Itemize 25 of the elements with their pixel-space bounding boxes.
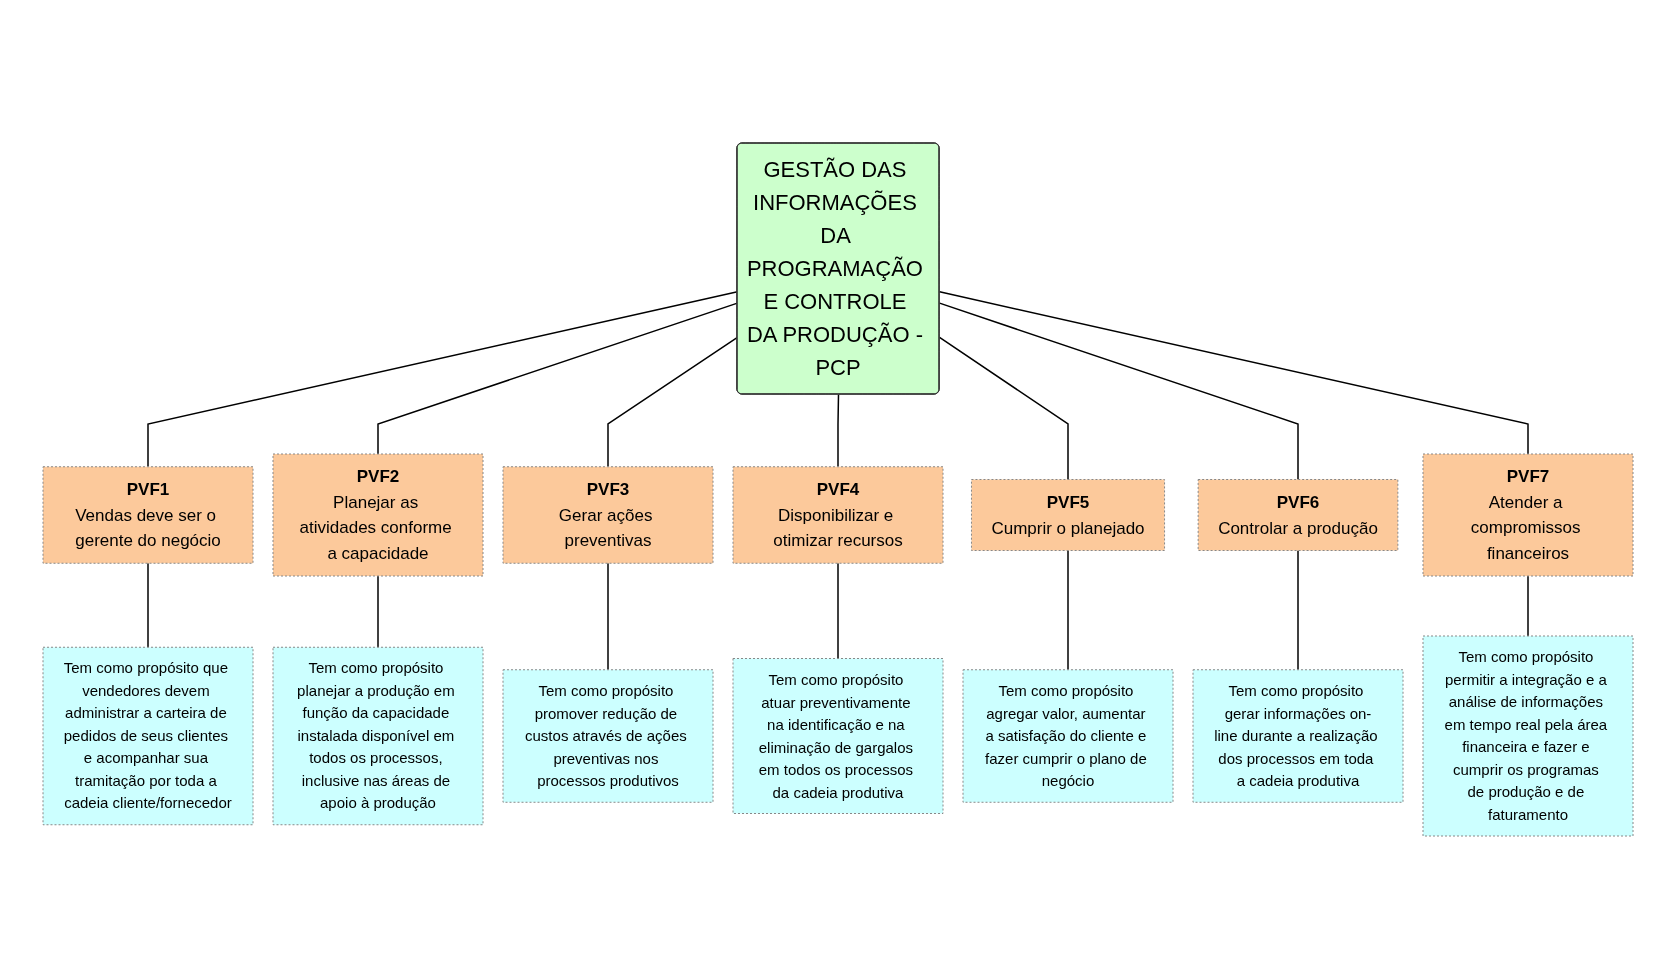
node-box: Tem como propósito gerar informações on-line durante a realização dos processos em toda a cadeia produtiva xyxy=(1192,668,1404,803)
node-box: PVF1 Vendas deve ser o gerente do negócio xyxy=(42,465,254,564)
node-box: Tem como propósito promover redução de custos através de ações preventivas nos processos produtivos xyxy=(502,668,714,803)
connector xyxy=(837,393,840,467)
connector xyxy=(938,301,1299,480)
connector xyxy=(938,336,1069,480)
connector xyxy=(377,574,379,648)
node-box: PVF6 Controlar a produção xyxy=(1197,478,1399,551)
node-box: Tem como propósito planejar a produção em função da capacidade instalada disponível em todos os processos, inclusive nas áreas de apoio à produção xyxy=(272,646,484,825)
node-box: PVF2 Planejar as atividades conforme a capacidade xyxy=(272,453,484,576)
node-box: PVF4 Disponibilizar e otimizar recursos xyxy=(732,465,944,564)
node-box: Tem como propósito que vendedores devem administrar a carteira de pedidos de seus clientes e acompanhar sua tramitação por toda a cadeia cliente/fornecedor xyxy=(42,646,254,825)
connector xyxy=(147,562,149,648)
node-box: Tem como propósito permitir a integração e a análise de informações em tempo real pela área financeira e fazer e cumprir os programas de produção e de faturamento xyxy=(1422,635,1634,836)
connector xyxy=(1297,549,1299,670)
connector xyxy=(1067,549,1069,670)
connector xyxy=(607,562,609,670)
connector xyxy=(938,290,1529,455)
node-box: PVF5 Cumprir o planejado xyxy=(970,478,1166,551)
node-box: PVF3 Gerar ações preventivas xyxy=(502,465,714,564)
connector xyxy=(1527,574,1529,637)
node-box: PVF7 Atender a compromissos financeiros xyxy=(1422,453,1634,576)
connector xyxy=(837,562,839,659)
node-box: Tem como propósito agregar valor, aumentar a satisfação do cliente e fazer cumprir o plano de negócio xyxy=(962,668,1174,803)
node-box: Tem como propósito atuar preventivamente na identificação e na eliminação de gargalos em todos os processos da cadeia produtiva xyxy=(732,657,944,814)
